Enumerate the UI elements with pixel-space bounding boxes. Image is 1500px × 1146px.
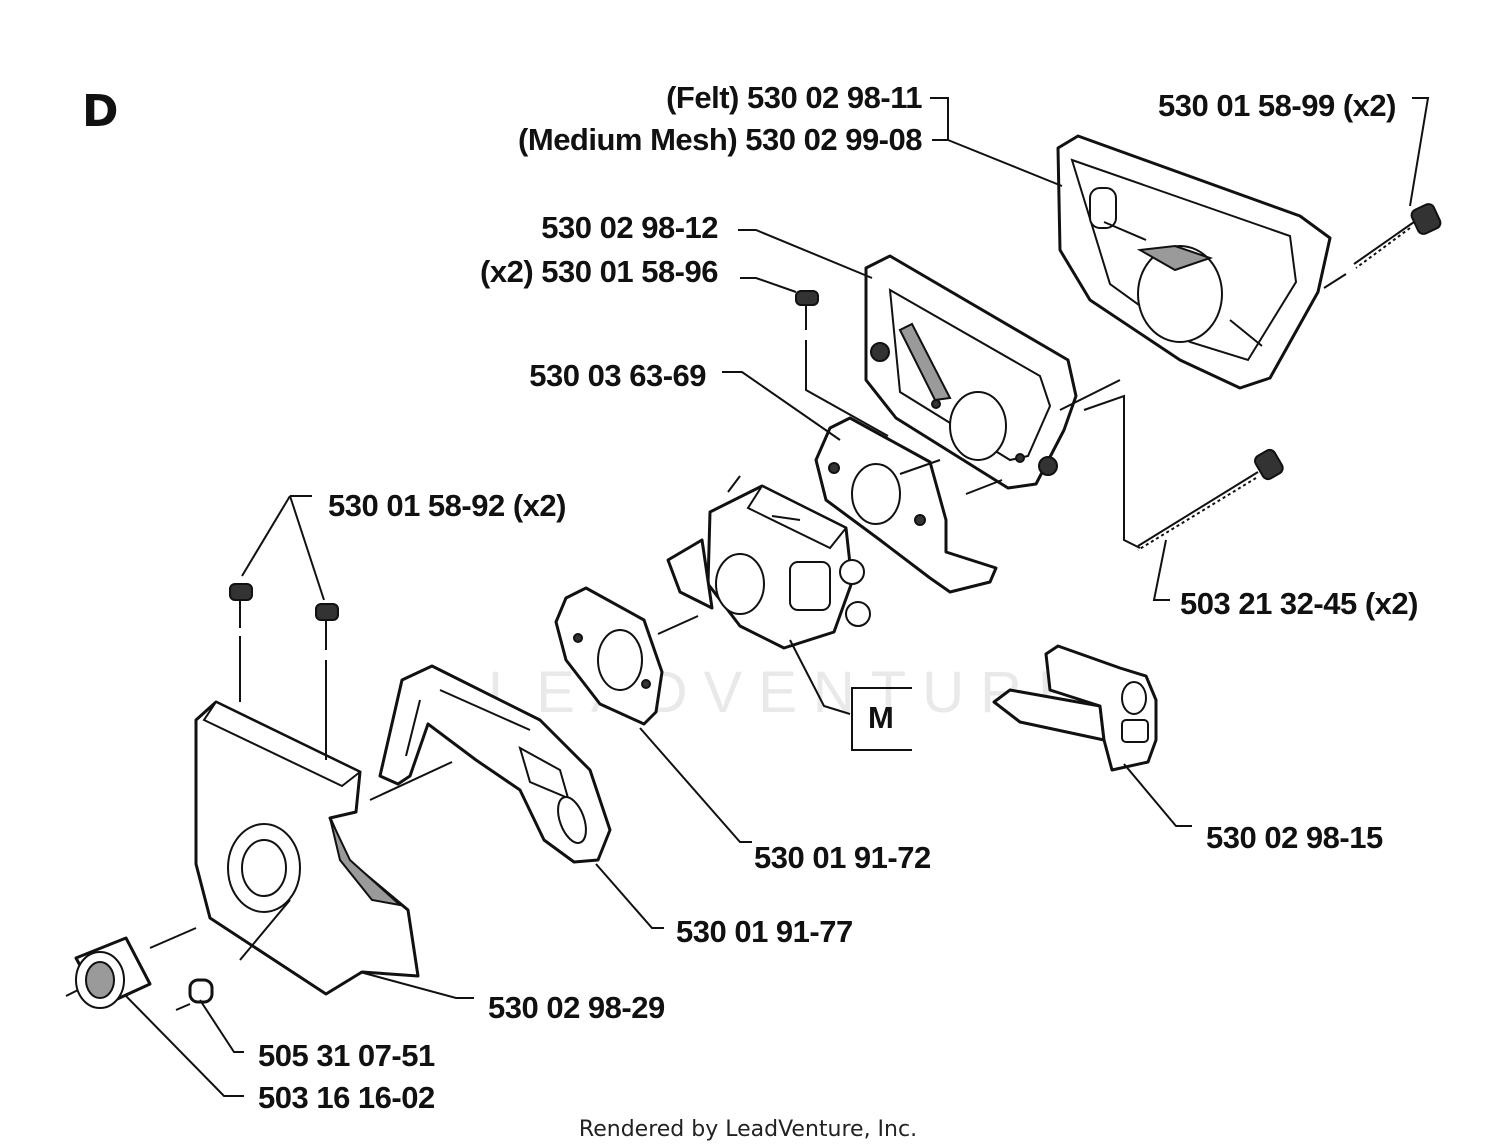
- label-long-screw: 503 21 32-45 (x2): [1180, 586, 1418, 621]
- label-choke-part: 530 02 98-15: [1206, 820, 1383, 855]
- air-filter-part: [1056, 134, 1332, 390]
- filter-holder-part: [864, 254, 1078, 490]
- carburetor-part: [666, 475, 871, 650]
- kit-marker: M: [851, 687, 912, 751]
- leader-lines: [65, 97, 1430, 1097]
- label-bushing: 503 16 16-02: [258, 1080, 435, 1115]
- label-felt: (Felt) 530 02 98-11: [666, 80, 922, 115]
- bracket-part: [378, 664, 612, 864]
- screw-left: [229, 583, 339, 650]
- bushing-part: [74, 936, 152, 1009]
- long-screw: [1137, 448, 1284, 551]
- label-screw-top-right: 530 01 58-99 (x2): [1158, 88, 1396, 123]
- label-bracket: 530 01 91-77: [676, 914, 853, 949]
- label-screw-x2: (x2) 530 01 58-96: [480, 254, 718, 289]
- label-gasket: 530 03 63-69: [529, 358, 706, 393]
- label-spacer-gasket: 530 01 91-72: [754, 840, 931, 875]
- label-filter-holder: 530 02 98-12: [541, 210, 718, 245]
- section-letter: D: [82, 86, 119, 137]
- screw-top-right: [1353, 203, 1442, 269]
- label-nut: 505 31 07-51: [258, 1038, 435, 1073]
- label-medium-mesh: (Medium Mesh) 530 02 99-08: [518, 122, 922, 157]
- footer-credit: Rendered by LeadVenture, Inc.: [579, 1117, 917, 1142]
- choke-part: [992, 644, 1158, 772]
- kit-marker-label: M: [868, 700, 893, 735]
- carb-housing-part: [194, 700, 420, 996]
- label-carb-housing: 530 02 98-29: [488, 990, 665, 1025]
- label-screw-left: 530 01 58-92 (x2): [328, 488, 566, 523]
- gasket-part: [814, 416, 998, 594]
- nut-part: [188, 978, 214, 1004]
- spacer-gasket-part: [554, 586, 664, 726]
- screw-small: [795, 290, 819, 330]
